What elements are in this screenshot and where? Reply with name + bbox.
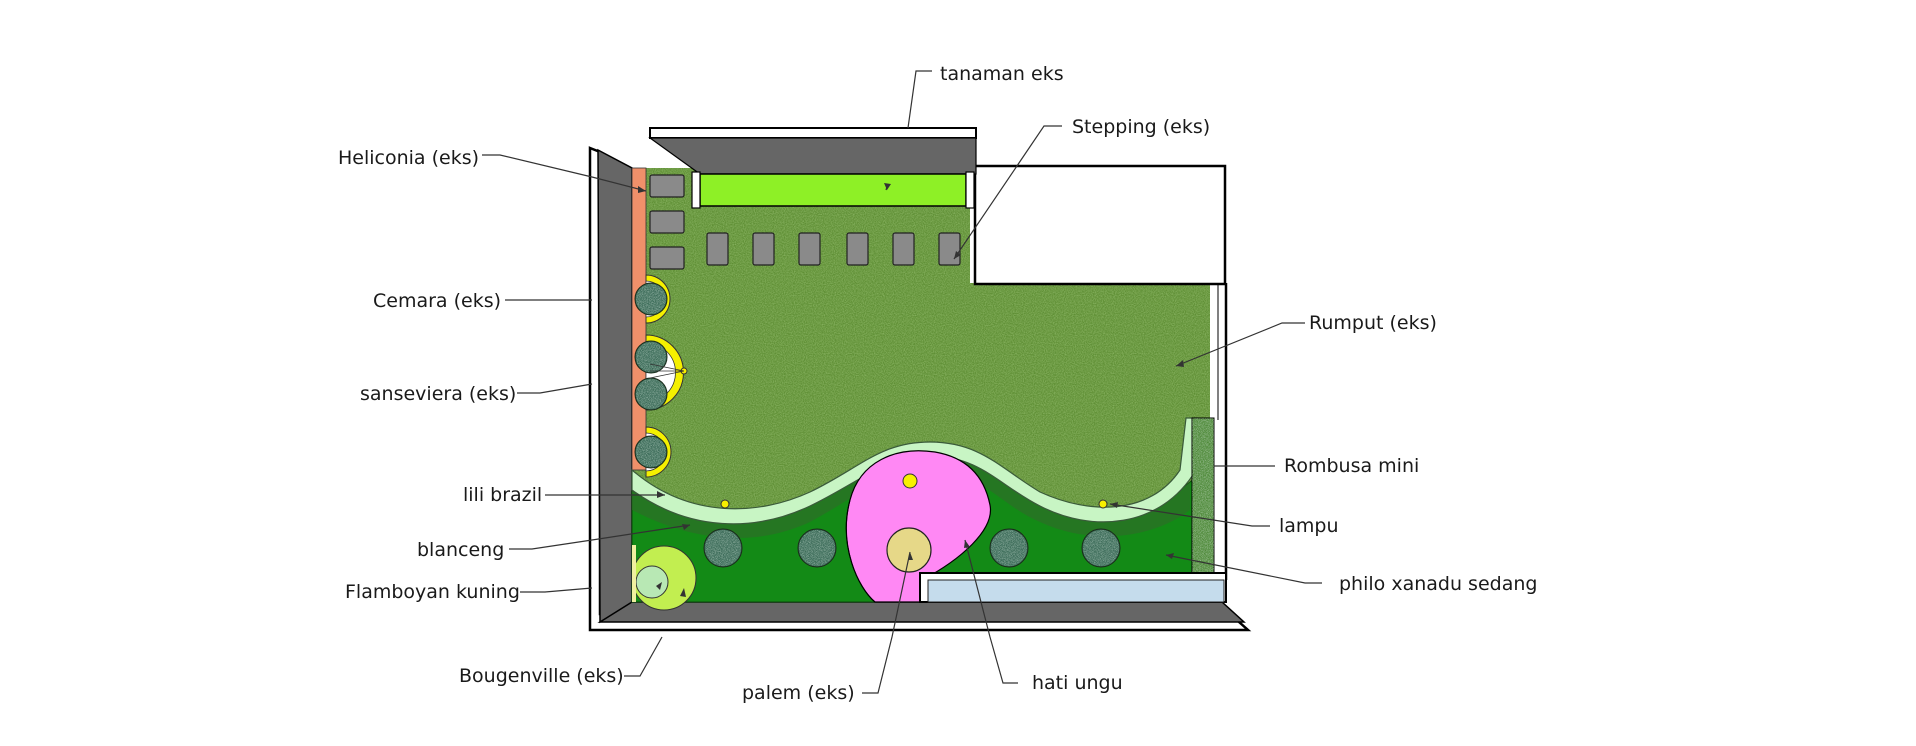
label-cemara: Cemara (eks)	[373, 290, 501, 312]
bottom-wall	[597, 601, 1246, 623]
label-blanceng: blanceng	[417, 539, 504, 561]
leader-arrows	[638, 183, 1184, 597]
label-bougenville: Bougenville (eks)	[459, 665, 624, 687]
label-sanseviera: sanseviera (eks)	[360, 383, 516, 405]
label-lampu: lampu	[1279, 515, 1339, 537]
label-heliconia: Heliconia (eks)	[338, 147, 479, 169]
label-flamboyan: Flamboyan kuning	[345, 581, 520, 603]
label-palem: palem (eks)	[742, 682, 855, 704]
top-wall-shadow	[648, 137, 977, 175]
stepping-stones-row	[706, 232, 961, 266]
palem-circle	[886, 527, 932, 573]
lamps	[680, 367, 1108, 509]
rombusa-strip	[1191, 417, 1215, 581]
heliconia-strip	[631, 167, 647, 471]
label-rombusa: Rombusa mini	[1284, 455, 1419, 477]
flamboyan-inner	[635, 565, 669, 599]
top-wall	[649, 127, 977, 139]
label-stepping: Stepping (eks)	[1072, 116, 1210, 138]
label-philo: philo xanadu sedang	[1339, 573, 1537, 595]
label-lili-brazil: lili brazil	[463, 484, 542, 506]
tanaman-eks-planter	[699, 173, 967, 207]
leader-lines	[482, 70, 1322, 694]
label-rumput: Rumput (eks)	[1309, 312, 1437, 334]
pool	[927, 579, 1225, 603]
label-hati-ungu: hati ungu	[1032, 672, 1123, 694]
building-block	[973, 164, 1227, 286]
stepping-stones-left	[649, 174, 685, 270]
label-tanaman-eks: tanaman eks	[940, 63, 1064, 85]
left-wall	[597, 148, 633, 624]
